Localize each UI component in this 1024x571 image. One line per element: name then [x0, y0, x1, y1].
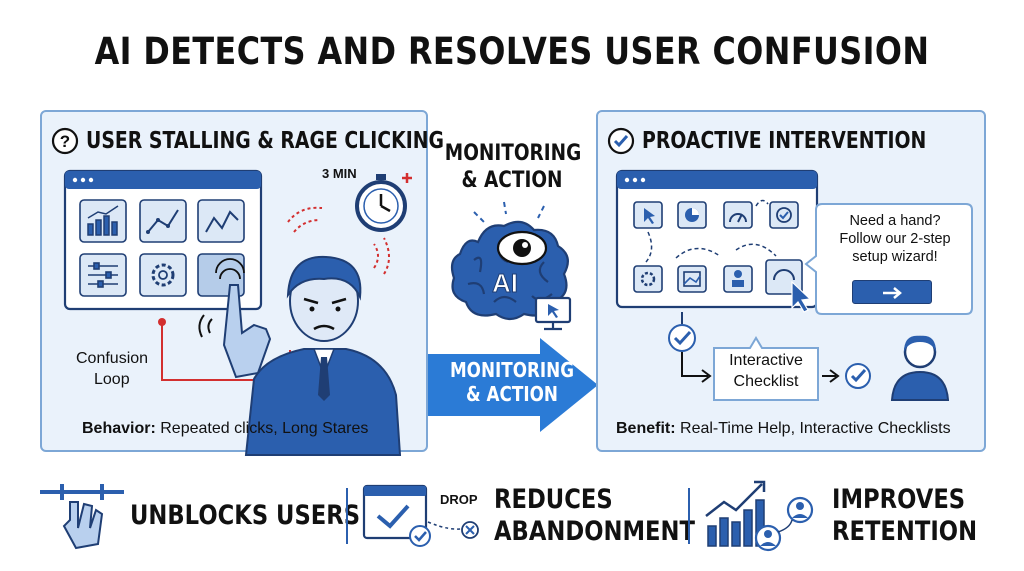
arrow-right-icon [883, 287, 902, 299]
growth-chart-icon [705, 480, 814, 552]
bottom-divider-2 [688, 488, 690, 544]
checklist-label: Interactive Checklist [729, 352, 803, 390]
wizard-next-button[interactable] [852, 280, 932, 304]
left-panel-heading: USER STALLING & RAGE CLICKING [86, 128, 445, 154]
helper-avatar [890, 335, 950, 401]
right-panel-heading: PROACTIVE INTERVENTION [642, 128, 927, 154]
checklist-box [713, 336, 819, 401]
drop-label: DROP [440, 492, 478, 507]
frustrated-user-illustration [198, 255, 402, 456]
benefit-unblocks-users: UNBLOCKS USERS [130, 500, 361, 531]
stopwatch-icon [355, 173, 412, 232]
unblock-hand-icon [40, 484, 124, 550]
flow-arrow [428, 338, 598, 432]
confusion-loop-label: Confusion Loop [76, 350, 149, 388]
bottom-divider-1 [346, 488, 348, 544]
page-title: AI DETECTS AND RESOLVES USER CONFUSION [94, 30, 930, 73]
signal-waves-icon [287, 206, 390, 275]
timer-label: 3 MIN [322, 166, 357, 181]
question-circle-icon: ? [51, 127, 79, 155]
app-window-mockup [63, 169, 263, 311]
benefit-improves-retention: IMPROVES RETENTION [832, 484, 978, 547]
abandonment-window-icon [362, 484, 479, 547]
help-bubble-text: Need a hand? Follow our 2-step setup wiz… [839, 213, 951, 265]
right-panel-caption: Benefit: Real-Time Help, Interactive Che… [616, 420, 951, 437]
check-circle-icon [607, 127, 635, 155]
ai-brain-icon: AI [450, 201, 572, 331]
onboarding-window-mockup [615, 169, 819, 313]
intervention-flow [668, 312, 871, 389]
center-label: MONITORING & ACTION [444, 141, 582, 193]
benefit-reduces-abandonment: REDUCES ABANDONMENT [494, 484, 695, 547]
svg-text:?: ? [60, 132, 70, 151]
arrow-label: MONITORING & ACTION [449, 358, 575, 406]
left-panel-caption: Behavior: Repeated clicks, Long Stares [82, 420, 369, 437]
svg-text:AI: AI [492, 268, 518, 298]
